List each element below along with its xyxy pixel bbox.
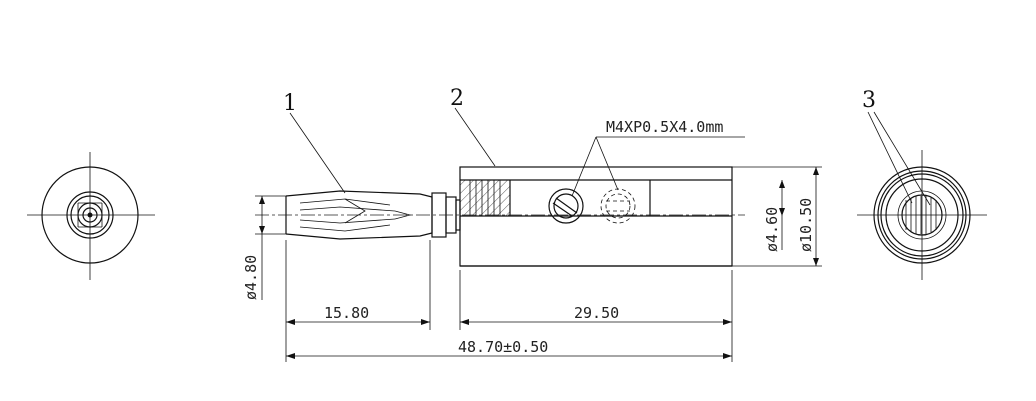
dim-body-length: 29.50	[574, 304, 619, 322]
callout-3: 3	[862, 88, 876, 113]
callout-2: 2	[450, 86, 464, 111]
right-end-view	[857, 150, 987, 280]
dimension-lines	[255, 107, 931, 362]
dim-body-diameter: ø10.50	[797, 198, 815, 252]
body-sleeve	[459, 166, 733, 267]
dim-total-length: 48.70±0.50	[458, 338, 548, 356]
thread-spec-label: M4XP0.5X4.0mm	[606, 118, 723, 136]
left-end-view	[27, 152, 155, 280]
dim-plug-diameter: ø4.80	[242, 255, 260, 300]
dim-bore-diameter: ø4.60	[763, 207, 781, 252]
callout-1: 1	[283, 91, 297, 116]
dim-plug-length: 15.80	[324, 304, 369, 322]
